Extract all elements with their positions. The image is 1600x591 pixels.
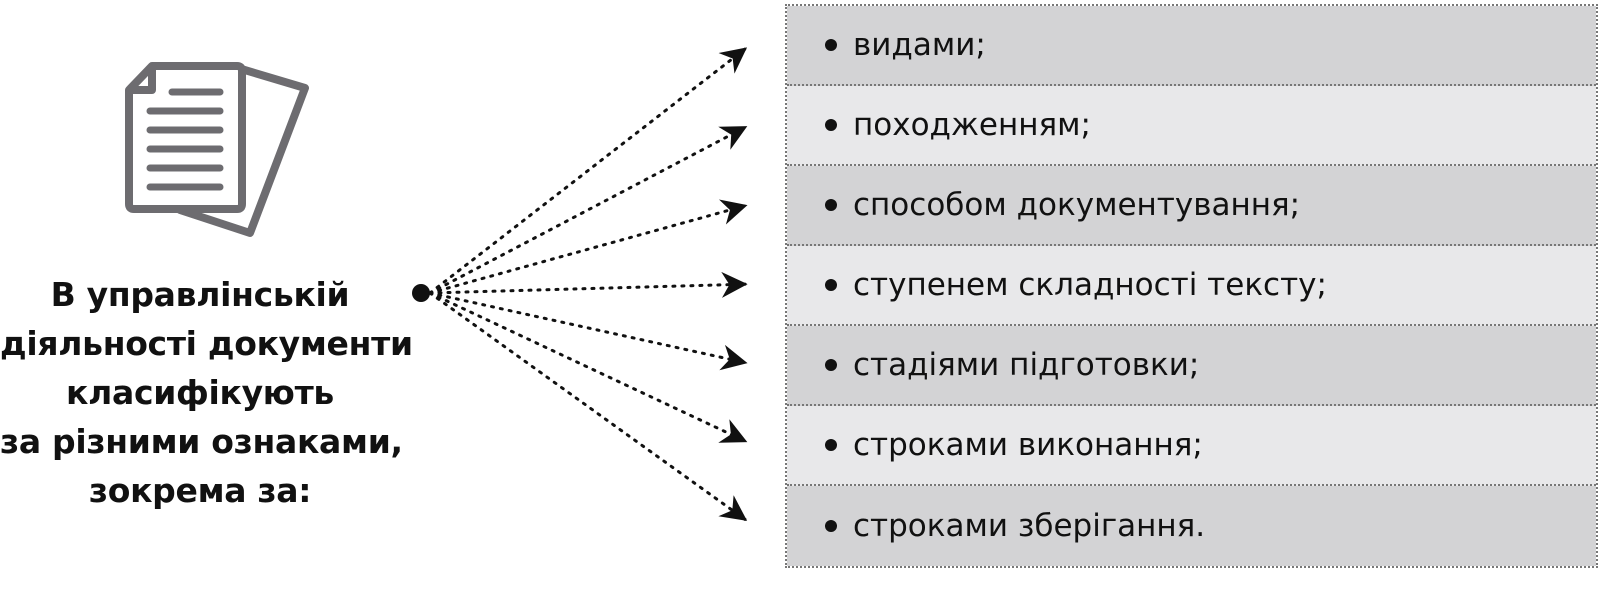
list-item-label: строками зберігання. [853,508,1206,544]
list-item-label: стадіями підготовки; [853,347,1200,383]
arrow-7 [428,291,748,521]
arrow-6 [428,291,748,443]
list-item-preparation-stages: стадіями підготовки; [787,326,1596,406]
list-item-label: видами; [853,27,986,63]
intro-line-2: діяльності документи [0,324,413,363]
bullet-icon [825,279,837,291]
bullet-icon [825,199,837,211]
bullet-icon [825,39,837,51]
hub-dot-icon [412,284,430,302]
list-item-label: ступенем складності тексту; [853,267,1327,303]
arrow-4 [428,271,748,298]
bullet-icon [825,359,837,371]
list-item-execution-terms: строками виконання; [787,406,1596,486]
list-item-text-complexity: ступенем складності тексту; [787,246,1596,326]
list-item-origin: походженням; [787,86,1596,166]
bullet-icon [825,119,837,131]
bullet-icon [825,439,837,451]
list-item-documenting-method: способом документування; [787,166,1596,246]
bullet-icon [825,520,837,532]
list-item-label: способом документування; [853,187,1301,223]
intro-line-1: В управлінській [50,275,350,314]
list-item-label: походженням; [853,107,1091,143]
arrow-2 [428,125,748,295]
list-item-label: строками виконання; [853,427,1203,463]
classification-list: видами; походженням; способом документув… [785,4,1598,568]
intro-line-4: за різними ознаками, [0,422,403,461]
intro-text: В управлінській діяльності документи кла… [0,270,413,515]
documents-icon [125,62,309,237]
list-item-storage-terms: строками зберігання. [787,486,1596,566]
intro-line-3: класифікують [66,373,334,412]
intro-line-5: зокрема за: [88,471,312,510]
arrow-5 [428,291,748,371]
list-item-types: видами; [787,6,1596,86]
arrow-3 [428,199,748,295]
arrow-1 [428,47,748,295]
